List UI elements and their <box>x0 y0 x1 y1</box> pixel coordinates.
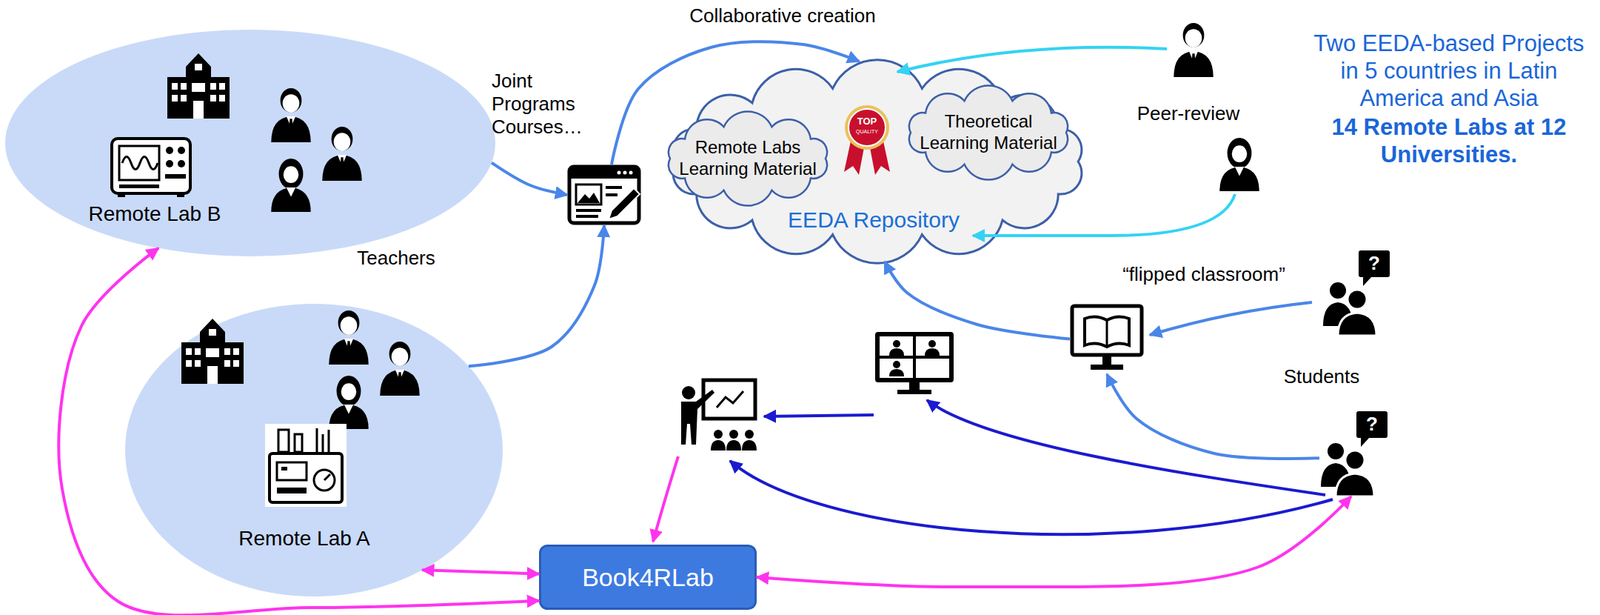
text-holder: Remote Lab B <box>80 201 229 227</box>
arrow <box>1149 302 1312 335</box>
flipped-classroom-icon-shape <box>1069 303 1144 374</box>
text-holder: Collaborative creation <box>671 4 894 28</box>
connector <box>58 248 540 615</box>
lab-device-icon <box>265 423 347 507</box>
node-text: Book4RLab <box>581 561 714 593</box>
connector <box>756 496 1352 587</box>
reviewer-icon <box>1219 137 1259 192</box>
arrow <box>764 414 874 417</box>
text-holder: Theoretical Learning Material <box>910 111 1067 155</box>
student-icon: Students <box>1319 410 1390 497</box>
lab-group: Remote Lab A <box>125 303 503 597</box>
arrow <box>653 456 679 542</box>
text-holder: ? <box>1360 412 1384 436</box>
text-holder: 14 Remote Labs at 12 Universities. <box>1330 113 1568 169</box>
text-holder: Remote Lab A <box>230 525 379 551</box>
connector <box>422 569 540 574</box>
lab-group-shape <box>125 303 503 597</box>
flipped-classroom-icon: “flipped classroom” <box>1069 303 1144 374</box>
text-holder: “flipped classroom” <box>1100 262 1308 286</box>
text-holder: Book4RLab <box>539 561 757 593</box>
node-text: Joint Programs Courses… <box>491 69 590 140</box>
student-icon <box>1323 250 1390 336</box>
lab-group: Remote Lab B <box>5 29 496 257</box>
student-icon-shape <box>1319 410 1390 497</box>
text-holder: QUALITY <box>848 128 886 135</box>
material-cloud: Theoretical Learning Material <box>895 84 1081 181</box>
text-holder: Joint Programs Courses… <box>491 69 590 140</box>
connector <box>468 225 605 366</box>
badge-text: TOP <box>848 115 886 128</box>
monitor-symbol <box>1072 305 1142 370</box>
video-call-icon <box>875 331 954 394</box>
note-text: Two EEDA-based Projects in 5 countries i… <box>1308 29 1590 113</box>
bubble-text: ? <box>1360 412 1384 436</box>
material-cloud: Remote Labs Learning Material <box>655 110 841 207</box>
text-holder: Remote Labs Learning Material <box>670 136 826 180</box>
course-icon-shape <box>567 164 642 226</box>
text-holder: EEDA Repository <box>777 206 970 234</box>
text-holder: Students <box>1277 365 1367 388</box>
connector <box>884 261 1070 340</box>
text-holder: Peer-review <box>1125 102 1252 126</box>
text-holder: Teachers <box>344 246 448 270</box>
lab-group-shape <box>5 29 496 257</box>
node-text: Remote Lab B <box>80 201 229 227</box>
arrow <box>926 399 1326 495</box>
node-text: EEDA Repository <box>777 206 970 234</box>
process-label: Peer-review <box>1125 102 1252 126</box>
arrow <box>897 47 1167 72</box>
repository-cloud: Remote Labs Learning Material Theoretical… <box>651 61 1104 262</box>
node-text: Theoretical Learning Material <box>910 111 1067 155</box>
platform-box: Book4RLab <box>539 544 757 610</box>
oscilloscope-icon <box>111 138 191 197</box>
box-rect <box>540 545 756 609</box>
teacher-board-icon <box>681 379 757 451</box>
connector <box>491 162 568 195</box>
node-text: Remote Labs Learning Material <box>670 136 826 180</box>
text-holder: TOP <box>848 115 886 128</box>
edge-label: Collaborative creation <box>686 4 879 28</box>
region-ellipse <box>125 303 503 597</box>
region-ellipse <box>5 29 496 257</box>
node-text: Students <box>1277 365 1367 388</box>
course-icon: Joint Programs Courses… <box>567 164 642 226</box>
cloud-outline <box>668 111 828 206</box>
node-text: “flipped classroom” <box>1100 262 1308 286</box>
group-label: Teachers <box>344 246 448 270</box>
bubble-text: ? <box>1363 251 1386 275</box>
badge-text: QUALITY <box>848 128 886 135</box>
note-text: 14 Remote Labs at 12 Universities. <box>1330 113 1568 169</box>
flow-arrows <box>653 47 1333 542</box>
student-symbol <box>1320 410 1388 497</box>
reviewer-icon <box>1173 22 1213 78</box>
cloud-outline <box>909 85 1068 180</box>
arrow <box>730 460 1333 534</box>
text-holder: Two EEDA-based Projects in 5 countries i… <box>1308 29 1590 113</box>
node-text: Remote Lab A <box>230 525 379 551</box>
editor-symbol <box>569 166 640 223</box>
text-holder: ? <box>1363 251 1386 275</box>
